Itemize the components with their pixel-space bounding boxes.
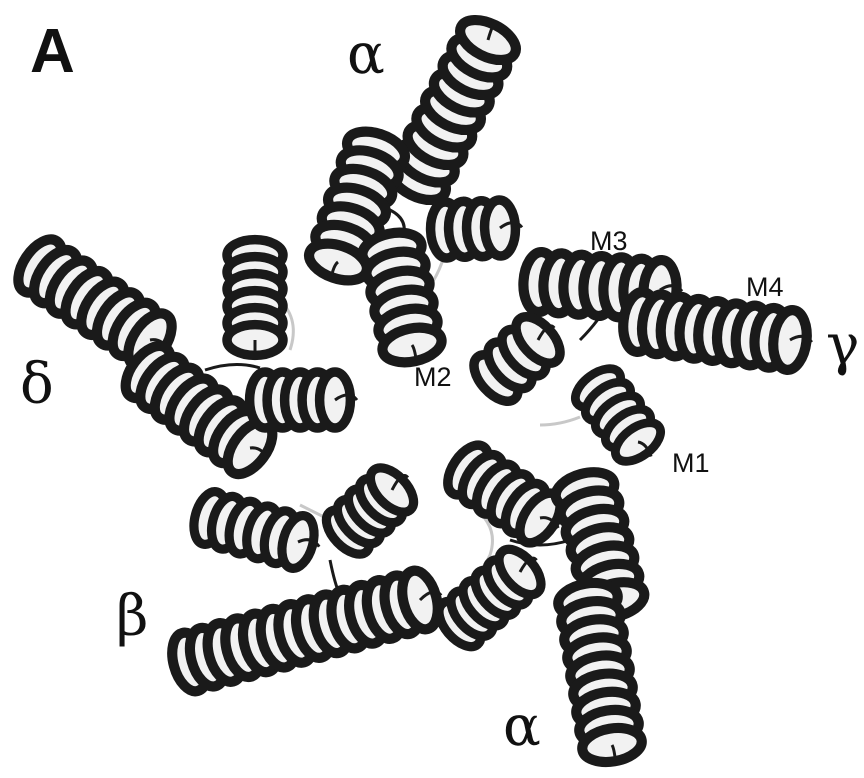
helix-delta-m1: [227, 240, 283, 358]
subunit-label-alpha-bottom: α: [503, 694, 541, 759]
helix-gamma-m1: [569, 361, 668, 469]
helix-alpha-top-m1: [430, 199, 522, 258]
helix-beta-m1: [189, 488, 320, 572]
tether-delta: [205, 364, 260, 370]
subunit-label-alpha-top: α: [347, 22, 385, 87]
helix-label-m4: M4: [746, 272, 784, 303]
helix-gamma-m2: [466, 309, 568, 409]
helix-label-m2: M2: [414, 362, 452, 393]
helix-alpha-bottom-m1: [431, 542, 549, 654]
loop-gamma: [540, 417, 580, 425]
helix-alpha-top-m4: [384, 12, 522, 208]
subunit-label-delta: δ: [20, 352, 54, 417]
helix-label-m1: M1: [672, 448, 710, 479]
helix-label-m3: M3: [590, 226, 628, 257]
helix-beta-m4: [166, 567, 443, 696]
helix-alpha-bottom-m2: [440, 438, 569, 550]
helix-delta-m2: [250, 372, 357, 428]
subunit-label-gamma: γ: [826, 313, 859, 378]
panel-label: A: [30, 16, 75, 87]
subunit-label-beta: β: [116, 584, 148, 649]
helix-beta-m2: [319, 460, 422, 562]
